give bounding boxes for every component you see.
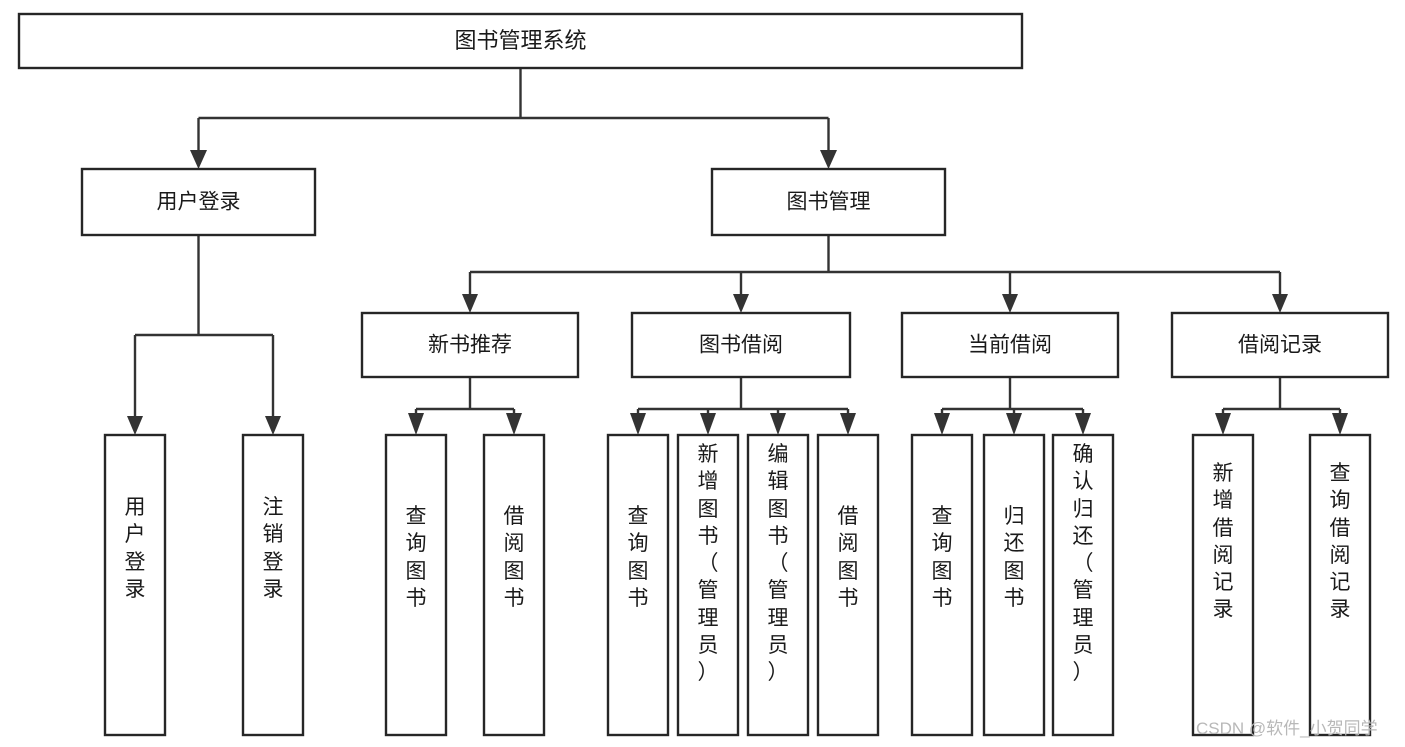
- node-new-book-recommend[interactable]: 新书推荐: [360, 311, 580, 379]
- node-borrow-record-box[interactable]: [1170, 311, 1390, 379]
- arrow-head-leaf-edit-book: [770, 413, 786, 435]
- arrow-head-leaf-query-book-2: [630, 413, 646, 435]
- node-root-box[interactable]: [17, 12, 1024, 70]
- node-root[interactable]: 图书管理系统: [17, 12, 1024, 70]
- arrow-head-book-borrow: [733, 294, 749, 313]
- node-new-book-recommend-label: 新书推荐: [428, 334, 512, 357]
- arrow-head-leaf-borrow-book-1: [506, 413, 522, 435]
- leaf-box-leaf-return-book[interactable]: [982, 433, 1046, 737]
- node-current-borrow[interactable]: 当前借阅: [900, 311, 1120, 379]
- connector-layer: [127, 68, 1348, 435]
- arrow-head-leaf-logout: [265, 416, 281, 435]
- arrow-head-leaf-return-book: [1006, 413, 1022, 435]
- node-book-borrow-box[interactable]: [630, 311, 852, 379]
- arrow-head-user-login: [190, 150, 207, 169]
- node-book-borrow-label: 图书借阅: [699, 334, 783, 357]
- arrow-head-leaf-query-book-3: [934, 413, 950, 435]
- arrow-head-current-borrow: [1002, 294, 1018, 313]
- leaf-box-leaf-add-record[interactable]: [1191, 433, 1255, 737]
- node-book-borrow[interactable]: 图书借阅: [630, 311, 852, 379]
- arrow-head-leaf-add-record: [1215, 413, 1231, 435]
- arrow-head-borrow-record: [1272, 294, 1288, 313]
- node-new-book-recommend-box[interactable]: [360, 311, 580, 379]
- leaf-box-leaf-borrow-book-1[interactable]: [482, 433, 546, 737]
- arrow-head-leaf-query-record: [1332, 413, 1348, 435]
- leaf-box-leaf-confirm-return[interactable]: [1051, 433, 1115, 737]
- node-user-login-box[interactable]: [80, 167, 317, 237]
- node-current-borrow-label: 当前借阅: [968, 334, 1052, 357]
- leaf-box-leaf-query-book-1[interactable]: [384, 433, 448, 737]
- leaf-box-leaf-query-book-3[interactable]: [910, 433, 974, 737]
- arrow-head-book-manage: [820, 150, 837, 169]
- arrow-head-leaf-borrow-book-2: [840, 413, 856, 435]
- node-borrow-record-label: 借阅记录: [1238, 334, 1322, 357]
- leaf-box-layer: [103, 433, 1372, 737]
- leaf-box-leaf-user-login[interactable]: [103, 433, 167, 737]
- node-current-borrow-box[interactable]: [900, 311, 1120, 379]
- arrow-head-leaf-add-book: [700, 413, 716, 435]
- leaf-box-leaf-add-book[interactable]: [676, 433, 740, 737]
- node-borrow-record[interactable]: 借阅记录: [1170, 311, 1390, 379]
- arrow-head-leaf-query-book-1: [408, 413, 424, 435]
- leaf-box-leaf-borrow-book-2[interactable]: [816, 433, 880, 737]
- node-user-login-label: 用户登录: [157, 191, 241, 214]
- arrow-head-leaf-confirm-return: [1075, 413, 1091, 435]
- arrow-head-new-book-recommend: [462, 294, 478, 313]
- node-user-login[interactable]: 用户登录: [80, 167, 317, 237]
- leaf-box-leaf-query-book-2[interactable]: [606, 433, 670, 737]
- leaf-box-leaf-query-record[interactable]: [1308, 433, 1372, 737]
- node-book-manage[interactable]: 图书管理: [710, 167, 947, 237]
- node-book-manage-label: 图书管理: [787, 191, 871, 214]
- node-root-label: 图书管理系统: [454, 28, 586, 53]
- node-book-manage-box[interactable]: [710, 167, 947, 237]
- leaf-box-leaf-logout[interactable]: [241, 433, 305, 737]
- leaf-box-leaf-edit-book[interactable]: [746, 433, 810, 737]
- csdn-watermark: CSDN @软件_小贺同学: [1196, 719, 1378, 738]
- arrow-head-leaf-user-login: [127, 416, 143, 435]
